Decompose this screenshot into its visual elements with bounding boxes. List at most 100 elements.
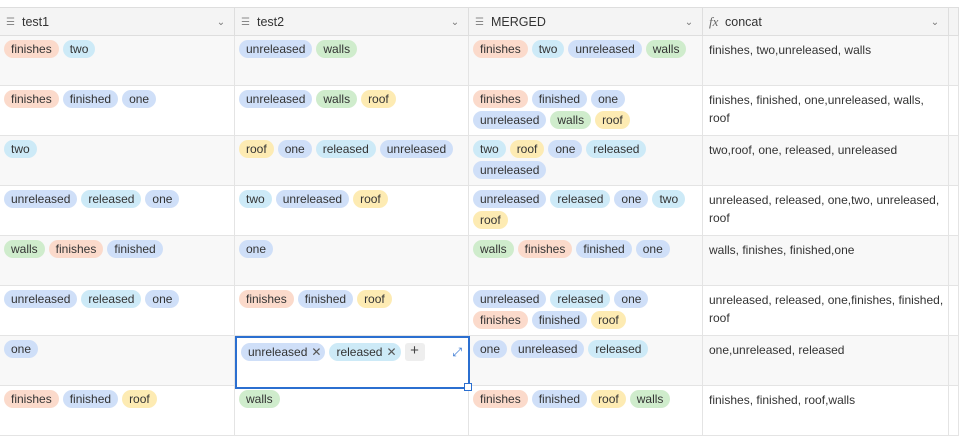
tag-chip: released bbox=[315, 140, 376, 158]
fill-handle[interactable] bbox=[464, 383, 472, 391]
cell-concat[interactable]: unreleased, released, one,two, unrelease… bbox=[703, 186, 949, 235]
active-cell-editor[interactable]: unreleased✕released✕+⤢ bbox=[235, 336, 472, 391]
tag-chip: unreleased bbox=[568, 40, 642, 58]
cell-partial bbox=[949, 236, 959, 285]
concat-text: unreleased, released, one,two, unrelease… bbox=[709, 193, 940, 225]
test1-chips: one bbox=[4, 340, 230, 358]
cell-test2[interactable]: walls bbox=[235, 386, 469, 435]
tag-chip: unreleased bbox=[473, 290, 547, 308]
chevron-down-icon[interactable]: ⌄ bbox=[450, 16, 460, 28]
tag-chip: one bbox=[591, 90, 626, 108]
column-header-label: test2 bbox=[257, 15, 285, 29]
cell-partial bbox=[949, 86, 959, 135]
concat-text: finishes, finished, one,unreleased, wall… bbox=[709, 93, 924, 125]
tag-chip: unreleased bbox=[275, 190, 350, 208]
tag-chip: unreleased bbox=[473, 190, 547, 208]
cell-concat[interactable]: finishes, two,unreleased, walls bbox=[703, 36, 949, 85]
chevron-down-icon[interactable]: ⌄ bbox=[216, 16, 226, 28]
tag-chip: finishes bbox=[473, 40, 528, 58]
column-header-label: MERGED bbox=[491, 15, 546, 29]
test2-chips: one bbox=[239, 240, 464, 258]
tag-chip: roof bbox=[353, 190, 388, 208]
tag-chip: walls bbox=[316, 40, 358, 58]
tag-chip: one bbox=[635, 240, 670, 258]
tag-chip: roof bbox=[122, 390, 157, 408]
cell-partial bbox=[949, 186, 959, 235]
cell-concat[interactable]: unreleased, released, one,finishes, fini… bbox=[703, 286, 949, 335]
expand-icon[interactable]: ⤢ bbox=[452, 345, 462, 359]
column-header-test2[interactable]: ☰test2⌄ bbox=[235, 8, 469, 36]
cell-concat[interactable]: finishes, finished, roof,walls bbox=[703, 386, 949, 435]
tag-chip: unreleased bbox=[511, 340, 585, 358]
cell-concat[interactable]: walls, finishes, finished,one bbox=[703, 236, 949, 285]
cell-test1[interactable]: one bbox=[0, 336, 235, 385]
tag-chip: two bbox=[652, 190, 686, 208]
tag-chip: unreleased bbox=[4, 190, 78, 208]
chevron-down-icon[interactable]: ⌄ bbox=[684, 16, 694, 28]
add-tag-button[interactable]: + bbox=[404, 343, 425, 361]
cell-test1[interactable]: two bbox=[0, 136, 235, 185]
tag-chip: one bbox=[4, 340, 39, 358]
chevron-down-icon[interactable]: ⌄ bbox=[930, 16, 940, 28]
tag-chip: finishes bbox=[473, 390, 528, 408]
tag-chip: walls bbox=[629, 390, 671, 408]
cell-concat[interactable]: finishes, finished, one,unreleased, wall… bbox=[703, 86, 949, 135]
tag-chip: finishes bbox=[239, 290, 294, 308]
tag-chip: walls bbox=[4, 240, 45, 258]
tag-chip: one bbox=[548, 140, 583, 158]
concat-text: walls, finishes, finished,one bbox=[709, 243, 855, 257]
tag-chip: roof bbox=[361, 90, 396, 108]
tag-chip: finishes bbox=[4, 40, 59, 58]
cell-test2[interactable]: one bbox=[235, 236, 469, 285]
tag-chip: one bbox=[277, 140, 312, 158]
column-header-test1[interactable]: ☰test1⌄ bbox=[0, 8, 235, 36]
remove-icon[interactable]: ✕ bbox=[311, 345, 322, 359]
formula-icon: fx bbox=[709, 14, 719, 29]
tag-chip-editable: released✕ bbox=[329, 343, 401, 361]
remove-icon[interactable]: ✕ bbox=[386, 345, 397, 359]
tag-chip: one bbox=[614, 290, 649, 308]
tag-chip: one bbox=[239, 240, 274, 258]
tag-chip: released bbox=[81, 190, 142, 208]
cell-concat[interactable]: two,roof, one, released, unreleased bbox=[703, 136, 949, 185]
tag-chip: finished bbox=[107, 240, 163, 258]
cell-concat[interactable]: one,unreleased, released bbox=[703, 336, 949, 385]
column-header-merged[interactable]: ☰MERGED⌄ bbox=[469, 8, 703, 36]
